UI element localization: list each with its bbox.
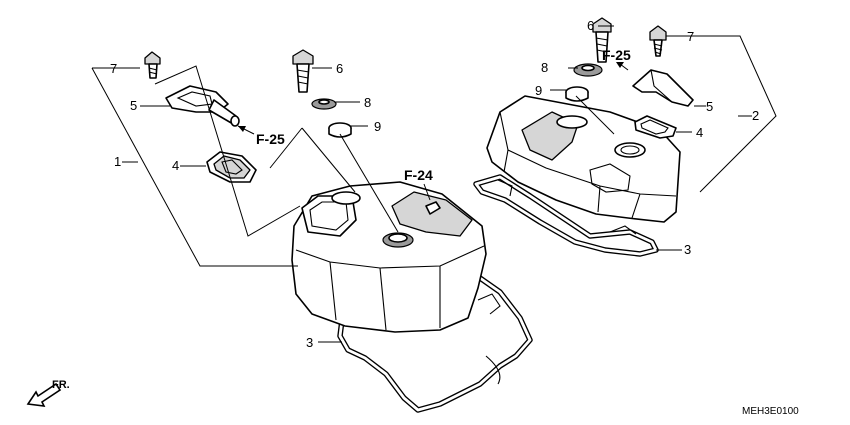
flange-bolt-right-7: [649, 25, 667, 57]
diagram-code: MEH3E0100: [742, 406, 799, 417]
grommet-left-9: [328, 122, 352, 138]
callout-7-left: 7: [110, 61, 117, 76]
ref-f25-right-label: F-25: [602, 47, 631, 63]
cylinder-head-cover-right: [486, 95, 681, 223]
seal-washer-left-8: [311, 98, 337, 110]
callout-5-left: 5: [130, 98, 137, 113]
callout-4-left: 4: [172, 158, 179, 173]
callout-3-right: 3: [684, 242, 691, 257]
breather-gasket-left: [206, 151, 257, 183]
leader-lines: [91, 25, 777, 343]
callout-3-left: 3: [306, 335, 313, 350]
ref-f25-left: F-25: [237, 125, 285, 147]
front-direction-marker: FR.: [26, 379, 70, 407]
front-arrow-icon: [26, 382, 62, 407]
callout-6-right: 6: [587, 18, 594, 33]
ref-f24: F-24: [404, 167, 433, 201]
seal-washer-right-8: [573, 63, 603, 77]
special-bolt-left-6: [292, 49, 314, 93]
ref-f25-left-label: F-25: [256, 131, 285, 147]
breather-gasket-right: [634, 115, 677, 139]
callout-1: 1: [114, 154, 121, 169]
callout-4-right: 4: [696, 125, 703, 140]
breather-separator-right: [632, 69, 694, 107]
front-label: FR.: [52, 379, 70, 391]
callout-8-left: 8: [364, 95, 371, 110]
flange-bolt-left-7: [144, 51, 161, 79]
grommet-right-9: [565, 86, 589, 102]
ref-f25-right: F-25: [602, 47, 631, 71]
callout-6-left: 6: [336, 61, 343, 76]
ref-f24-label: F-24: [404, 167, 433, 183]
callout-8-right: 8: [541, 60, 548, 75]
callout-2: 2: [752, 108, 759, 123]
callout-7-right: 7: [687, 29, 694, 44]
breather-separator-left: [165, 85, 240, 127]
special-bolt-right-6: [592, 17, 612, 63]
callout-9-left: 9: [374, 119, 381, 134]
cylinder-head-cover-left: [291, 181, 487, 333]
callout-5-right: 5: [706, 99, 713, 114]
callout-9-right: 9: [535, 83, 542, 98]
